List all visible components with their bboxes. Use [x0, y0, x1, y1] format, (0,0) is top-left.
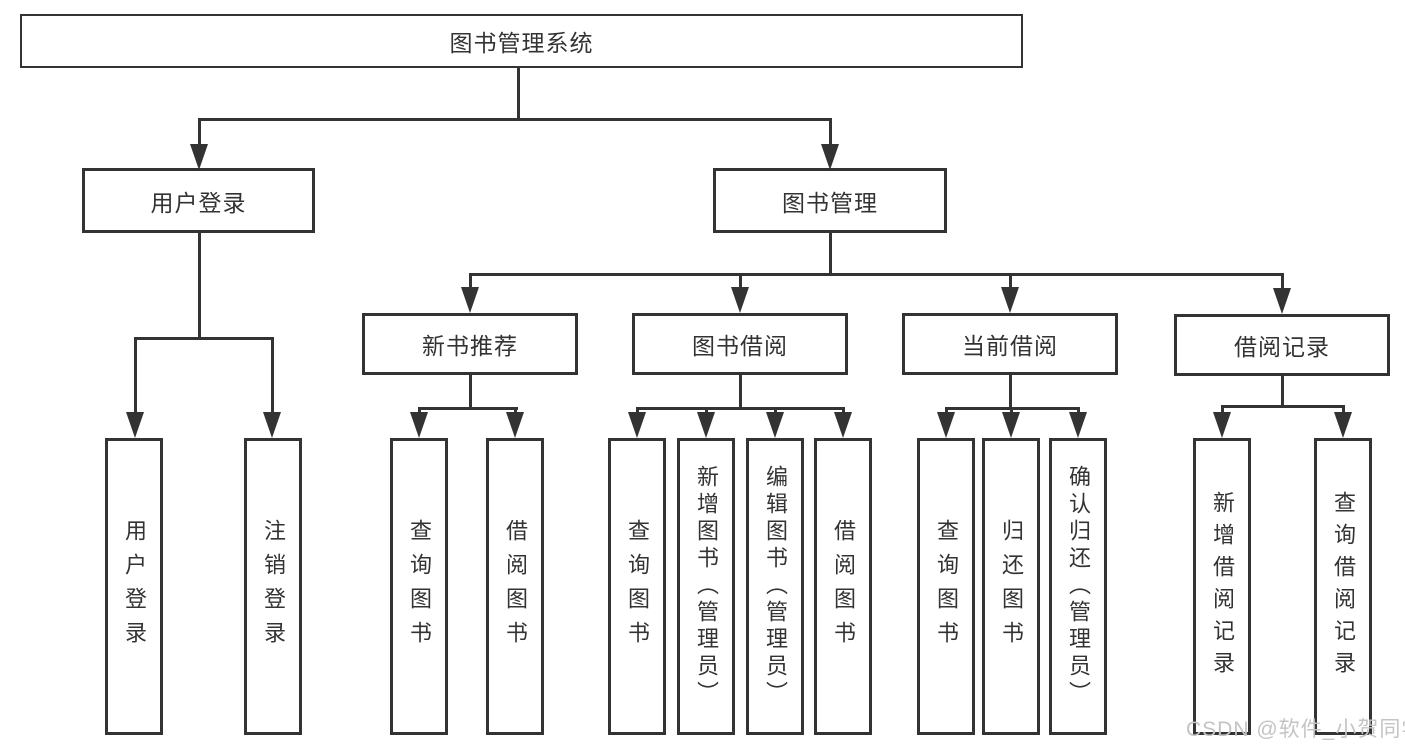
arrow-down-icon [461, 287, 479, 313]
leaf-return-books: 归还图书 [982, 438, 1040, 735]
node-borrowing-records: 借阅记录 [1174, 314, 1390, 376]
arrow-down-icon [1273, 288, 1291, 314]
leaf-label: 查询图书 [625, 518, 650, 655]
arrow-down-icon [263, 412, 281, 438]
leaf-borrow-books: 借阅图书 [814, 438, 872, 735]
connector-line [1281, 273, 1284, 293]
connector-line [1342, 405, 1345, 417]
connector-line [1221, 405, 1345, 408]
connector-line [1221, 405, 1224, 417]
leaf-label: 新增借阅记录 [1210, 490, 1235, 683]
connector-line [198, 118, 201, 150]
leaf-label: 注销登录 [261, 518, 286, 655]
connector-line [271, 337, 274, 415]
connector-line [469, 373, 472, 409]
leaf-confirm-return-admin: 确认归还（管理员） [1049, 438, 1107, 735]
arrow-down-icon [506, 412, 524, 438]
leaf-label: 查询借阅记录 [1331, 490, 1356, 683]
connector-line [418, 407, 518, 410]
connector-line [739, 373, 742, 409]
node-new-book-recommendation: 新书推荐 [362, 313, 578, 375]
arrow-down-icon [937, 412, 955, 438]
node-label: 新书推荐 [422, 333, 518, 359]
connector-line [636, 407, 845, 410]
arrow-down-icon [1002, 412, 1020, 438]
connector-line [134, 337, 274, 340]
leaf-logout-login: 注销登录 [244, 438, 302, 735]
node-book-management: 图书管理 [713, 168, 947, 233]
node-label: 图书管理 [782, 189, 878, 216]
leaf-query-borrow-record: 查询借阅记录 [1314, 438, 1372, 735]
arrow-down-icon [731, 287, 749, 313]
leaf-label: 用户登录 [122, 518, 147, 655]
connector-line [134, 337, 137, 415]
leaf-label: 归还图书 [999, 518, 1024, 655]
leaf-label: 借阅图书 [831, 518, 856, 655]
arrow-down-icon [628, 412, 646, 438]
connector-line [829, 118, 832, 150]
connector-line [198, 118, 831, 121]
leaf-label: 确认归还（管理员） [1066, 465, 1091, 708]
node-book-borrowing: 图书借阅 [632, 313, 848, 375]
leaf-label: 借阅图书 [503, 518, 528, 655]
leaf-label: 新增图书（管理员） [694, 465, 719, 708]
arrow-down-icon [410, 412, 428, 438]
arrow-down-icon [1001, 287, 1019, 313]
leaf-user-login: 用户登录 [105, 438, 163, 735]
watermark-text: CSDN @软件_小贺同学 [1186, 718, 1405, 741]
leaf-query-books-recommend: 查询图书 [390, 438, 448, 735]
connector-line [198, 231, 201, 339]
connector-line [739, 273, 742, 293]
connector-line [469, 273, 1284, 276]
node-current-borrowing: 当前借阅 [902, 313, 1118, 375]
leaf-label: 编辑图书（管理员） [763, 465, 788, 708]
connector-line [829, 231, 832, 275]
connector-line [517, 66, 520, 120]
leaf-edit-books-admin: 编辑图书（管理员） [746, 438, 804, 735]
arrow-down-icon [834, 412, 852, 438]
node-label: 用户登录 [150, 189, 247, 216]
arrow-down-icon [1213, 412, 1231, 438]
leaf-borrow-books-recommend: 借阅图书 [486, 438, 544, 735]
node-label: 图书借阅 [692, 333, 788, 359]
connector-line [1009, 273, 1012, 293]
arrow-down-icon [1069, 412, 1087, 438]
leaf-query-books-current: 查询图书 [917, 438, 975, 735]
connector-line [1009, 373, 1012, 409]
arrow-down-icon [766, 412, 784, 438]
node-user-login: 用户登录 [82, 168, 315, 233]
arrow-down-icon [821, 144, 839, 170]
node-label: 图书管理系统 [449, 30, 594, 56]
node-label: 借阅记录 [1234, 334, 1330, 360]
node-label: 当前借阅 [962, 333, 1058, 359]
leaf-add-borrow-record: 新增借阅记录 [1193, 438, 1251, 735]
connector-line [1281, 374, 1284, 408]
leaf-label: 查询图书 [934, 518, 959, 655]
arrow-down-icon [697, 412, 715, 438]
leaf-query-books-borrow: 查询图书 [608, 438, 666, 735]
leaf-label: 查询图书 [407, 518, 432, 655]
leaf-add-books-admin: 新增图书（管理员） [677, 438, 735, 735]
arrow-down-icon [1334, 412, 1352, 438]
arrow-down-icon [190, 144, 208, 170]
connector-line [469, 273, 472, 293]
arrow-down-icon [126, 412, 144, 438]
node-library-management-system: 图书管理系统 [20, 14, 1023, 68]
